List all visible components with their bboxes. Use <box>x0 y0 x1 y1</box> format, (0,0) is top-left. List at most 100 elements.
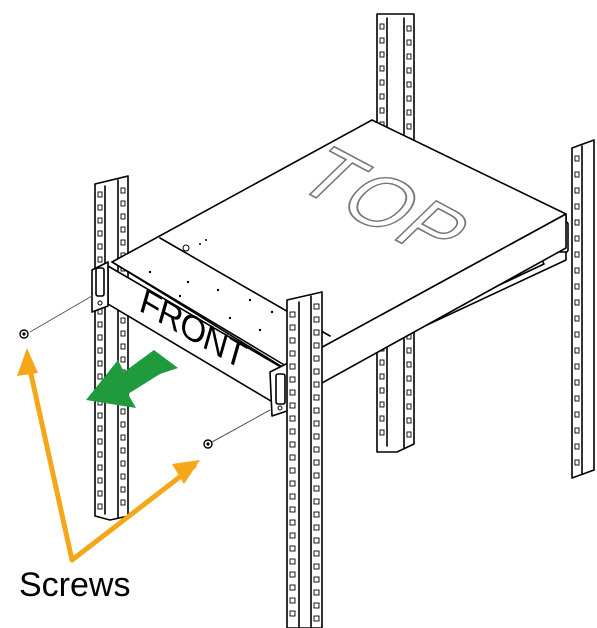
mounting-hole <box>97 256 103 263</box>
mounting-hole <box>289 597 296 604</box>
mounting-hole <box>574 267 580 274</box>
mounting-hole <box>379 401 385 408</box>
mounting-hole <box>406 431 412 438</box>
mounting-hole <box>289 311 296 318</box>
mounting-hole <box>120 239 126 246</box>
mounting-hole <box>313 433 320 440</box>
mounting-hole <box>574 203 580 210</box>
mounting-hole <box>574 219 580 226</box>
mounting-hole <box>313 381 320 388</box>
mounting-hole <box>574 251 580 258</box>
mounting-hole <box>574 155 580 162</box>
mounting-hole <box>574 411 580 418</box>
mounting-hole <box>289 519 296 526</box>
mounting-hole <box>97 490 103 497</box>
mounting-hole <box>313 368 320 375</box>
mounting-hole <box>289 571 296 578</box>
mounting-hole <box>289 467 296 474</box>
mounting-hole <box>406 95 412 102</box>
mounting-hole <box>97 243 103 250</box>
mounting-hole <box>574 235 580 242</box>
mounting-hole <box>120 356 126 363</box>
mounting-hole <box>379 415 385 422</box>
mounting-hole <box>289 610 296 617</box>
mounting-hole <box>406 347 412 354</box>
upper-screw <box>19 295 93 339</box>
mounting-hole <box>313 420 320 427</box>
mounting-hole <box>289 558 296 565</box>
mounting-hole <box>313 407 320 414</box>
mounting-hole <box>406 81 412 88</box>
mounting-hole <box>120 213 126 220</box>
mounting-hole <box>289 363 296 370</box>
mounting-hole <box>574 171 580 178</box>
mounting-hole <box>97 373 103 380</box>
right-mounting-ear <box>269 361 291 417</box>
mounting-hole <box>379 387 385 394</box>
mounting-hole <box>289 402 296 409</box>
mounting-hole <box>313 316 320 323</box>
mounting-hole <box>289 428 296 435</box>
mounting-hole <box>120 447 126 454</box>
mounting-hole <box>379 51 385 58</box>
mounting-hole <box>313 459 320 466</box>
mounting-hole <box>313 563 320 570</box>
mounting-hole <box>289 376 296 383</box>
mounting-hole <box>379 373 385 380</box>
mounting-hole <box>406 25 412 32</box>
mounting-hole <box>289 545 296 552</box>
mounting-hole <box>120 421 126 428</box>
mounting-hole <box>289 415 296 422</box>
mounting-hole <box>289 584 296 591</box>
mounting-hole <box>120 343 126 350</box>
mounting-hole <box>406 403 412 410</box>
mounting-hole <box>120 473 126 480</box>
mounting-hole <box>574 315 580 322</box>
mounting-hole <box>120 200 126 207</box>
mounting-hole <box>97 204 103 211</box>
mounting-hole <box>97 321 103 328</box>
mounting-hole <box>406 123 412 130</box>
mounting-hole <box>289 441 296 448</box>
server-chassis: TOP FRONT <box>107 119 567 411</box>
mounting-hole <box>313 342 320 349</box>
mounting-hole <box>313 446 320 453</box>
mounting-hole <box>574 363 580 370</box>
screw-icon <box>19 329 29 339</box>
screw-icon <box>203 439 213 449</box>
mounting-hole <box>97 451 103 458</box>
mounting-hole <box>120 226 126 233</box>
mounting-hole <box>97 347 103 354</box>
mounting-hole <box>406 39 412 46</box>
mounting-hole <box>574 443 580 450</box>
mounting-hole <box>574 379 580 386</box>
mounting-hole <box>379 23 385 30</box>
mounting-hole <box>406 417 412 424</box>
mounting-hole <box>313 589 320 596</box>
mounting-hole <box>406 361 412 368</box>
mounting-hole <box>120 317 126 324</box>
mounting-hole <box>120 499 126 506</box>
mounting-hole <box>313 485 320 492</box>
mounting-hole <box>406 109 412 116</box>
pointer-arrowhead-up <box>17 348 38 376</box>
screws-label: Screws <box>19 566 130 604</box>
mounting-hole <box>379 429 385 436</box>
mounting-hole <box>406 389 412 396</box>
screws-pointer-arrows <box>17 348 200 563</box>
mounting-hole <box>379 93 385 100</box>
mounting-hole <box>97 334 103 341</box>
mounting-hole <box>289 350 296 357</box>
mounting-hole <box>313 329 320 336</box>
mounting-hole <box>97 217 103 224</box>
mounting-hole <box>289 493 296 500</box>
mounting-hole <box>313 602 320 609</box>
mounting-hole <box>313 355 320 362</box>
mounting-hole <box>97 464 103 471</box>
mounting-hole <box>574 299 580 306</box>
mounting-hole <box>289 480 296 487</box>
mounting-hole <box>379 79 385 86</box>
mounting-hole <box>574 187 580 194</box>
mounting-hole <box>313 550 320 557</box>
